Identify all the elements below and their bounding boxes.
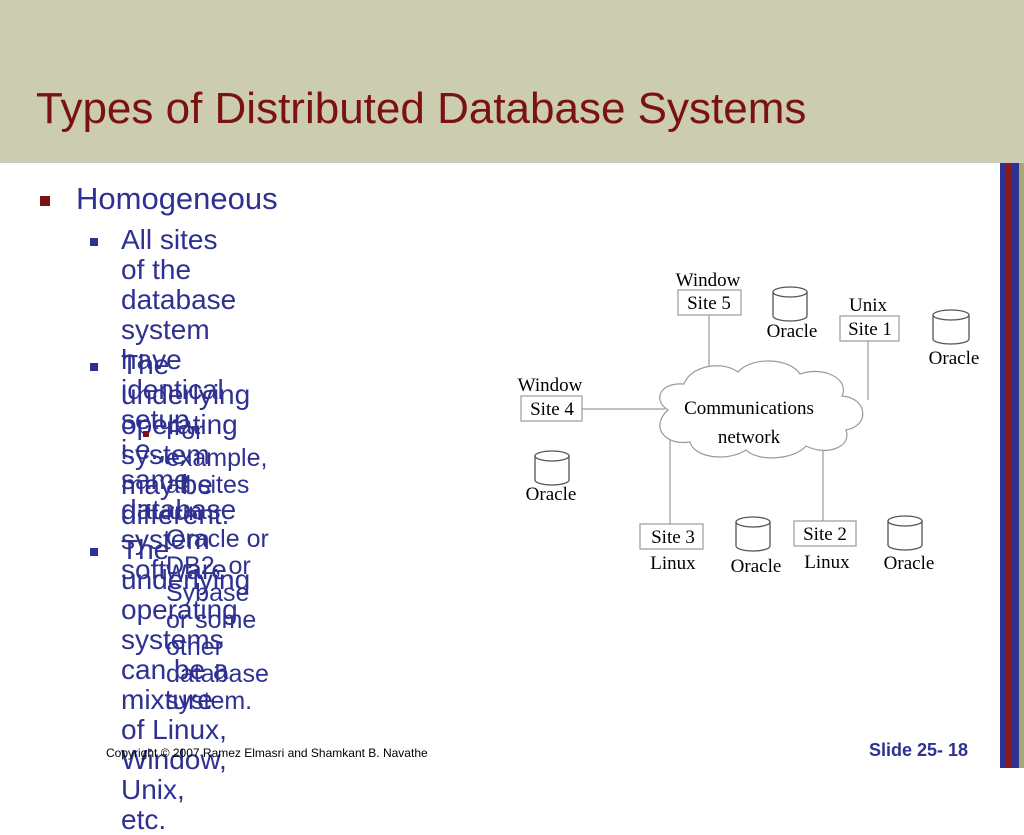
site3-group: Site 3 Linux Oracle — [639, 516, 782, 577]
network-label-line-1: Communications — [684, 398, 814, 419]
site5-os-label: Window — [676, 270, 741, 291]
text-line: system may be different. — [121, 439, 230, 530]
text-line: Oracle or DB2, or Sybase — [166, 525, 269, 607]
site2-db-label: Oracle — [884, 553, 935, 574]
site2-label: Site 2 — [803, 524, 847, 545]
stripe-olive — [1019, 163, 1024, 768]
network-label-line-2: network — [718, 427, 781, 448]
text-line: systems can be a mixture — [121, 624, 229, 715]
site5-label: Site 5 — [687, 293, 731, 314]
database-cylinder-icon — [932, 309, 970, 345]
text-line: system. — [166, 687, 253, 715]
stripe-red — [1006, 163, 1012, 768]
site2-os-label: Linux — [804, 552, 850, 573]
site3-box — [639, 523, 704, 550]
stripe-blue-2 — [1012, 163, 1019, 768]
text-line: etc. — [121, 804, 167, 835]
site4-group: Window Site 4 Oracle — [518, 375, 583, 505]
bullet-marker — [40, 196, 50, 206]
slide-title: Types of Distributed Database Systems — [36, 84, 807, 133]
copyright-notice: Copyright © 2007 Ramez Elmasri and Shamk… — [106, 746, 428, 760]
sub-bullet-example: For example, all sites run Oracle or DB2… — [166, 418, 269, 715]
text-line: All sites of the database — [121, 224, 237, 315]
text-line: For example, all sites run — [166, 417, 268, 526]
site2-group: Site 2 Linux Oracle — [793, 515, 935, 574]
site4-box — [520, 395, 583, 422]
site3-label: Site 3 — [651, 527, 695, 548]
site1-os-label: Unix — [849, 295, 888, 316]
connector-lines — [582, 314, 869, 525]
site4-db-label: Oracle — [526, 484, 577, 505]
site5-box — [677, 289, 742, 316]
site1-group: Unix Site 1 Oracle — [839, 295, 980, 369]
bullet-marker — [90, 363, 98, 371]
site1-label: Site 1 — [848, 319, 892, 340]
bullet-point-2: The underlying operating system may be d… — [121, 350, 250, 530]
network-diagram: Communications network Window Site 5 Ora… — [518, 270, 980, 577]
site5-group: Window Site 5 Oracle — [676, 270, 818, 342]
database-cylinder-icon — [772, 286, 808, 322]
database-cylinder-icon — [534, 450, 570, 486]
database-cylinder-icon — [735, 516, 771, 552]
site5-db-label: Oracle — [767, 321, 818, 342]
bullet-point-1: All sites of the database system have id… — [121, 225, 236, 585]
site3-os-label: Linux — [650, 553, 696, 574]
site2-box — [793, 520, 857, 547]
bullet-homogeneous: Homogeneous — [76, 181, 278, 216]
title-divider — [0, 161, 1024, 163]
site4-label: Site 4 — [530, 399, 574, 420]
bullet-marker — [90, 238, 98, 246]
stripe-blue — [1000, 163, 1006, 768]
bullet-marker — [90, 548, 98, 556]
text-line: setup, i.e., same database — [121, 404, 237, 525]
site4-os-label: Window — [518, 375, 583, 396]
bullet-point-3: The underlying operating systems can be … — [121, 535, 250, 835]
site3-db-label: Oracle — [731, 556, 782, 577]
site1-box — [839, 315, 900, 342]
bullet-marker — [143, 431, 149, 437]
text-line: system software. — [121, 524, 235, 585]
text-line: The underlying operating — [121, 349, 251, 440]
text-line: The underlying operating — [121, 534, 251, 625]
text-line: of Linux, Window, Unix, — [121, 714, 227, 805]
database-cylinder-icon — [887, 515, 923, 551]
text-line: system have identical — [121, 314, 224, 405]
communications-network-cloud — [659, 360, 864, 459]
decorative-side-stripes — [1000, 163, 1024, 768]
title-band — [0, 0, 1024, 161]
text-line: or some other database — [166, 606, 269, 688]
slide-number: Slide 25- 18 — [869, 740, 969, 760]
site1-db-label: Oracle — [929, 348, 980, 369]
